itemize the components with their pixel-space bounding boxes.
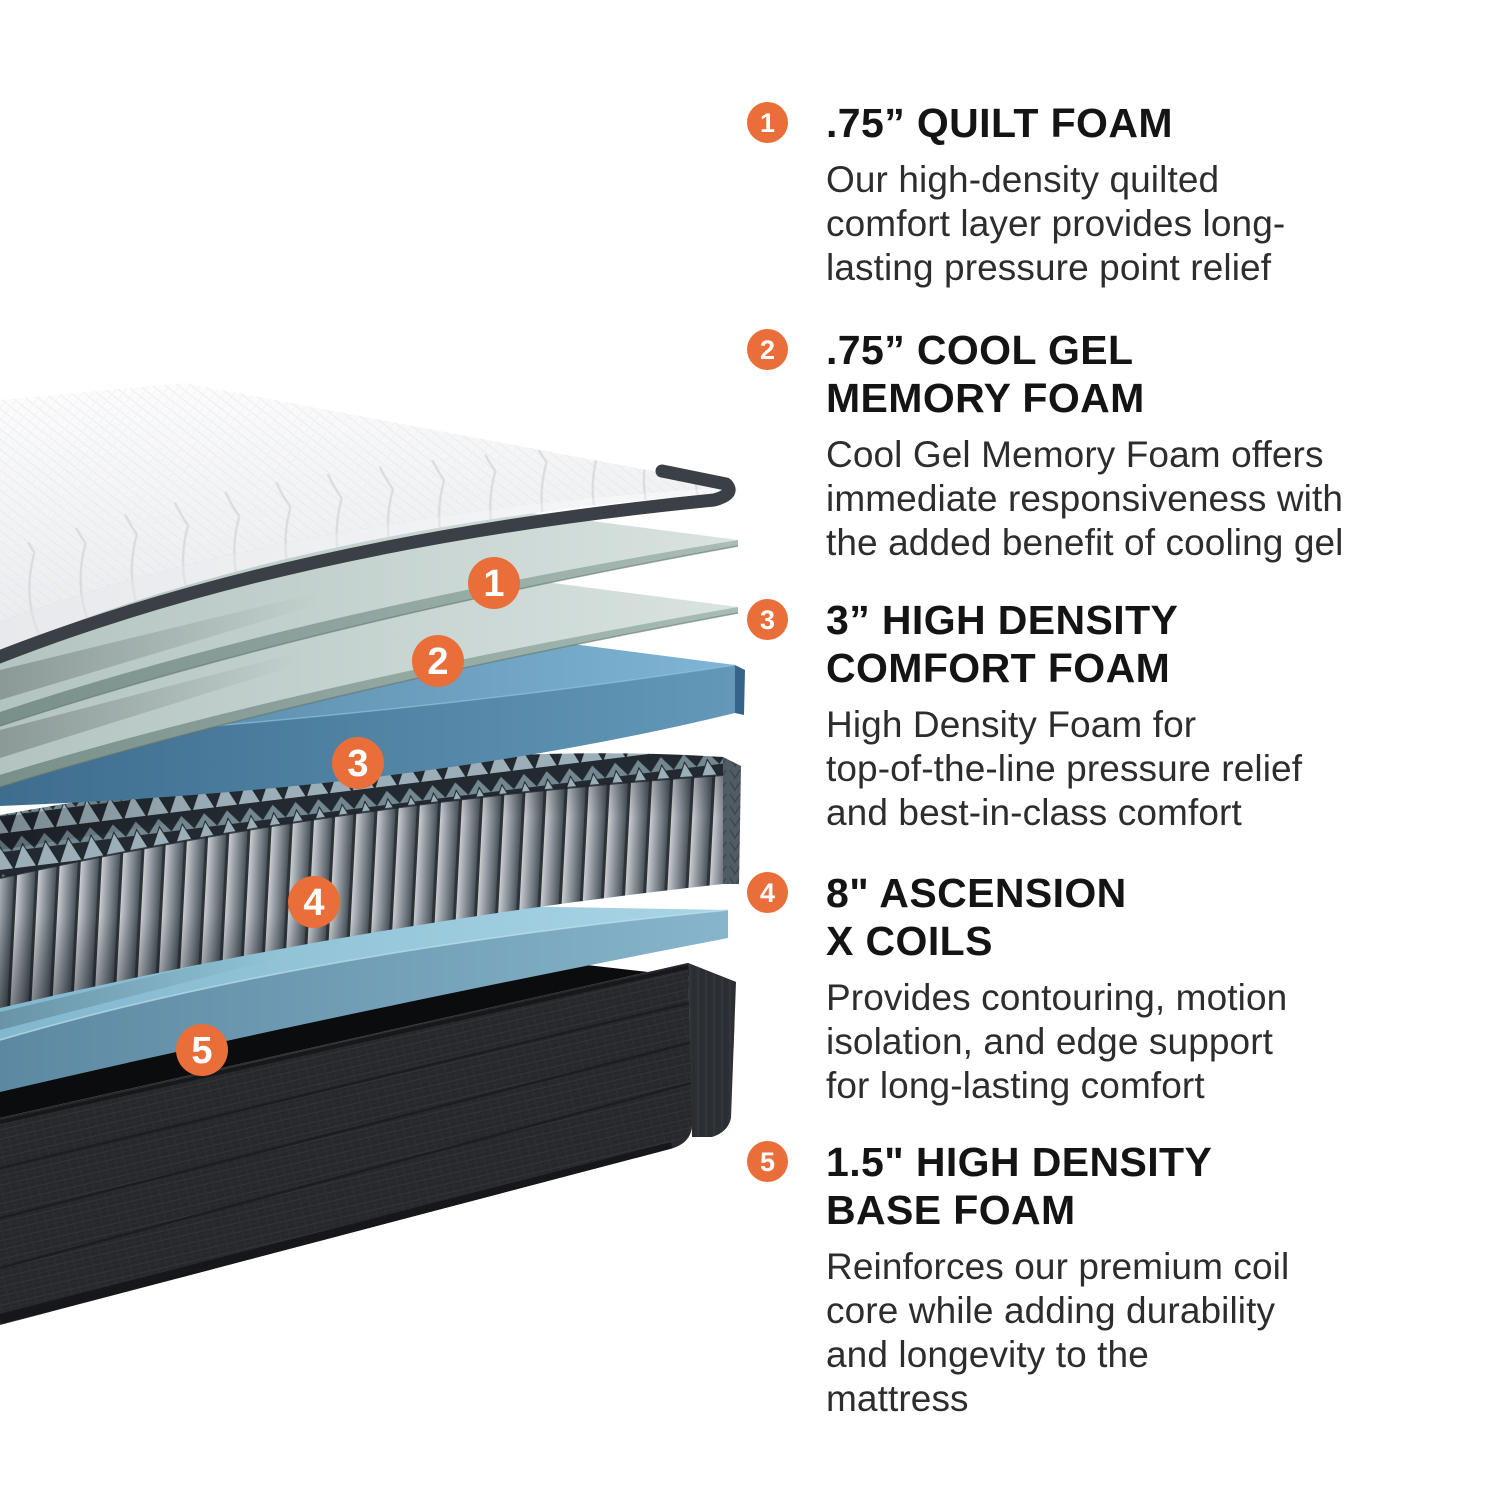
body-line: mattress [826,1378,969,1419]
layer-markers: 1 2 3 4 5 [176,557,520,1076]
quilted-mattress-top [0,383,737,664]
body-line: Our high-density quilted [826,159,1220,200]
title-line: MEMORY FOAM [826,375,1145,421]
body-line: High Density Foam for [826,704,1197,745]
svg-text:3: 3 [347,743,368,785]
svg-text:5: 5 [191,1030,212,1072]
step-badge-1: 1 [747,102,788,143]
step-number: 2 [759,335,776,365]
layer-title: 3” HIGH DENSITY COMFORT FOAM [826,596,1477,692]
body-line: Provides contouring, motion [826,977,1288,1018]
body-line: and best-in-class comfort [826,792,1242,833]
step-number: 3 [759,605,776,635]
title-line: .75” COOL GEL [826,327,1134,373]
body-line: the added benefit of cooling gel [826,522,1344,563]
body-line: Reinforces our premium coil [826,1246,1290,1287]
title-line: BASE FOAM [826,1187,1076,1233]
body-line: top-of-the-line pressure relief [826,748,1303,789]
body-line: for long-lasting comfort [826,1065,1205,1106]
layer-description: Provides contouring, motion isolation, a… [826,976,1477,1108]
step-number: 1 [759,108,776,138]
title-line: 8" ASCENSION [826,870,1127,916]
step-number: 5 [759,1147,776,1177]
marker-3: 3 [332,737,384,789]
layer-title: .75” QUILT FOAM [826,99,1477,147]
step-badge-3: 3 [747,599,788,640]
layer-description: Reinforces our premium coil core while a… [826,1245,1477,1421]
section-high-density-comfort-foam: 3 3” HIGH DENSITY COMFORT FOAM High Dens… [747,596,1477,835]
section-cool-gel-memory-foam: 2 .75” COOL GEL MEMORY FOAM Cool Gel Mem… [747,326,1477,565]
marker-2: 2 [412,635,464,687]
marker-4: 4 [288,876,340,928]
step-number: 4 [759,878,776,908]
layer-description: Cool Gel Memory Foam offers immediate re… [826,433,1477,565]
coil-layer [0,753,741,1008]
step-badge-4: 4 [747,872,788,913]
section-quilt-foam: 1 .75” QUILT FOAM Our high-density quilt… [747,99,1477,290]
layer-title: .75” COOL GEL MEMORY FOAM [826,326,1477,422]
layer-description: High Density Foam for top-of-the-line pr… [826,703,1477,835]
marker-1: 1 [468,557,520,609]
body-line: isolation, and edge support [826,1021,1274,1062]
title-line: COMFORT FOAM [826,645,1171,691]
layer-description: Our high-density quilted comfort layer p… [826,158,1477,290]
section-ascension-x-coils: 4 8" ASCENSION X COILS Provides contouri… [747,869,1477,1108]
body-line: immediate responsiveness with [826,478,1344,519]
title-line: X COILS [826,918,993,964]
section-high-density-base-foam: 5 1.5" HIGH DENSITY BASE FOAM Reinforces… [747,1138,1477,1421]
body-line: Cool Gel Memory Foam offers [826,434,1324,475]
body-line: comfort layer provides long- [826,203,1286,244]
step-badge-5: 5 [747,1141,788,1182]
layer-title: 8" ASCENSION X COILS [826,869,1477,965]
body-line: and longevity to the [826,1334,1149,1375]
title-line: 3” HIGH DENSITY [826,597,1179,643]
body-line: lasting pressure point relief [826,247,1272,288]
svg-text:4: 4 [303,882,324,924]
title-line: .75” QUILT FOAM [826,100,1173,146]
step-badge-2: 2 [747,329,788,370]
layer-title: 1.5" HIGH DENSITY BASE FOAM [826,1138,1477,1234]
body-line: core while adding durability [826,1290,1276,1331]
mattress-edge-trim [0,464,736,664]
marker-5: 5 [176,1024,228,1076]
svg-text:1: 1 [483,563,504,605]
svg-text:2: 2 [427,641,448,683]
title-line: 1.5" HIGH DENSITY [826,1139,1213,1185]
mattress-exploded-illustration: 1 2 3 4 5 [0,383,745,1325]
